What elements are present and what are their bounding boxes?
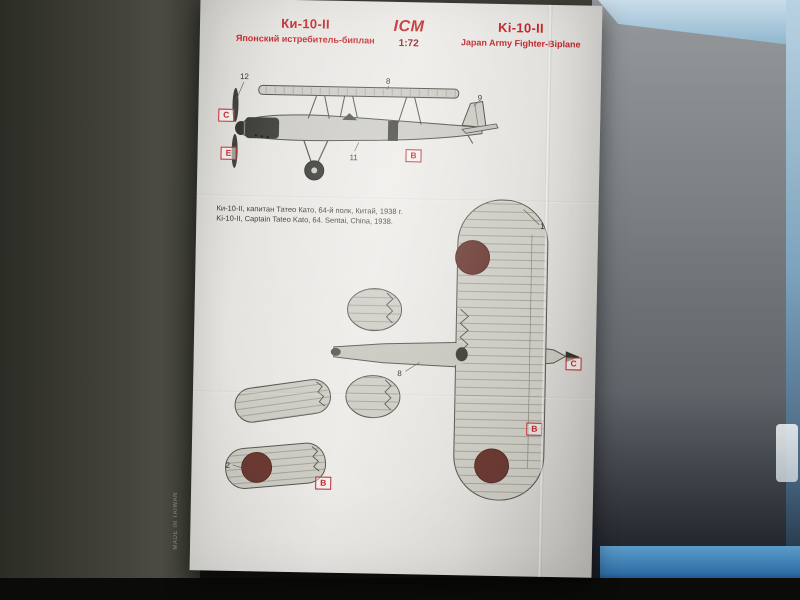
- tailplane: [461, 123, 499, 134]
- scale-label: 1:72: [398, 38, 419, 50]
- fuselage-band: [387, 120, 399, 142]
- color-marker-c-side: C: [218, 108, 235, 122]
- tail-tip: [330, 347, 341, 356]
- callout-9: 9: [478, 94, 483, 103]
- background-blue-edge: [786, 0, 800, 600]
- tail-fin: [461, 101, 487, 129]
- background-shadow-bottom: [0, 578, 800, 600]
- top-view-drawing: 1 8: [330, 199, 580, 501]
- upper-wing-top: [452, 199, 549, 501]
- wing-panels-drawing: 2: [224, 377, 333, 491]
- wing-panel-upper: [232, 377, 333, 425]
- callout-8-top: 8: [397, 369, 402, 378]
- fuselage: [243, 114, 483, 142]
- header-english: Ki-10-II Japan Army Fighter-Biplane: [446, 19, 597, 50]
- background-blue-strip: [600, 546, 800, 580]
- background-highlight: [776, 424, 798, 482]
- title-russian: Ки-10-II: [281, 15, 331, 32]
- stabilizer-lower: [345, 375, 401, 419]
- made-in-label: MADE IN TAIWAN: [173, 492, 179, 550]
- background-table-left: [0, 0, 200, 600]
- camo-zigzag: [459, 308, 470, 352]
- wing-panel-lower: [224, 441, 328, 491]
- background-table-right: [592, 0, 800, 600]
- color-marker-b-wing: B: [315, 476, 332, 490]
- brand-logo: ICM 1:72: [386, 18, 433, 50]
- tail-skid: [467, 135, 474, 144]
- instruction-sheet: Ки-10-II Японский истребитель-биплан ICM…: [189, 0, 603, 578]
- side-view-drawing: 12 8 9 11: [231, 72, 499, 181]
- hinomaru-roundel-top: [455, 240, 491, 275]
- callout-2: 2: [225, 461, 230, 470]
- stabilizer-upper: [347, 288, 403, 332]
- color-marker-b-side: B: [405, 149, 422, 163]
- title-english: Ki-10-II: [498, 19, 545, 36]
- wing-struts: [307, 95, 422, 125]
- icm-logo: ICM: [393, 17, 425, 36]
- header-russian: Ки-10-II Японский истребитель-биплан: [228, 15, 384, 46]
- hinomaru-roundel-bottom: [474, 448, 510, 484]
- color-marker-c-top: C: [565, 357, 582, 371]
- callout-1: 1: [540, 222, 545, 231]
- cockpit-opening: [455, 347, 468, 362]
- callout-8: 8: [386, 77, 391, 86]
- callout-12: 12: [240, 72, 250, 81]
- hinomaru-roundel-wing: [241, 452, 273, 483]
- windscreen: [342, 113, 358, 121]
- subtitle-russian: Японский истребитель-биплан: [235, 32, 375, 46]
- color-marker-e-side: E: [220, 146, 237, 160]
- subtitle-english: Japan Army Fighter-Biplane: [460, 37, 581, 50]
- callout-11: 11: [349, 153, 358, 162]
- engine-cowling: [244, 117, 280, 139]
